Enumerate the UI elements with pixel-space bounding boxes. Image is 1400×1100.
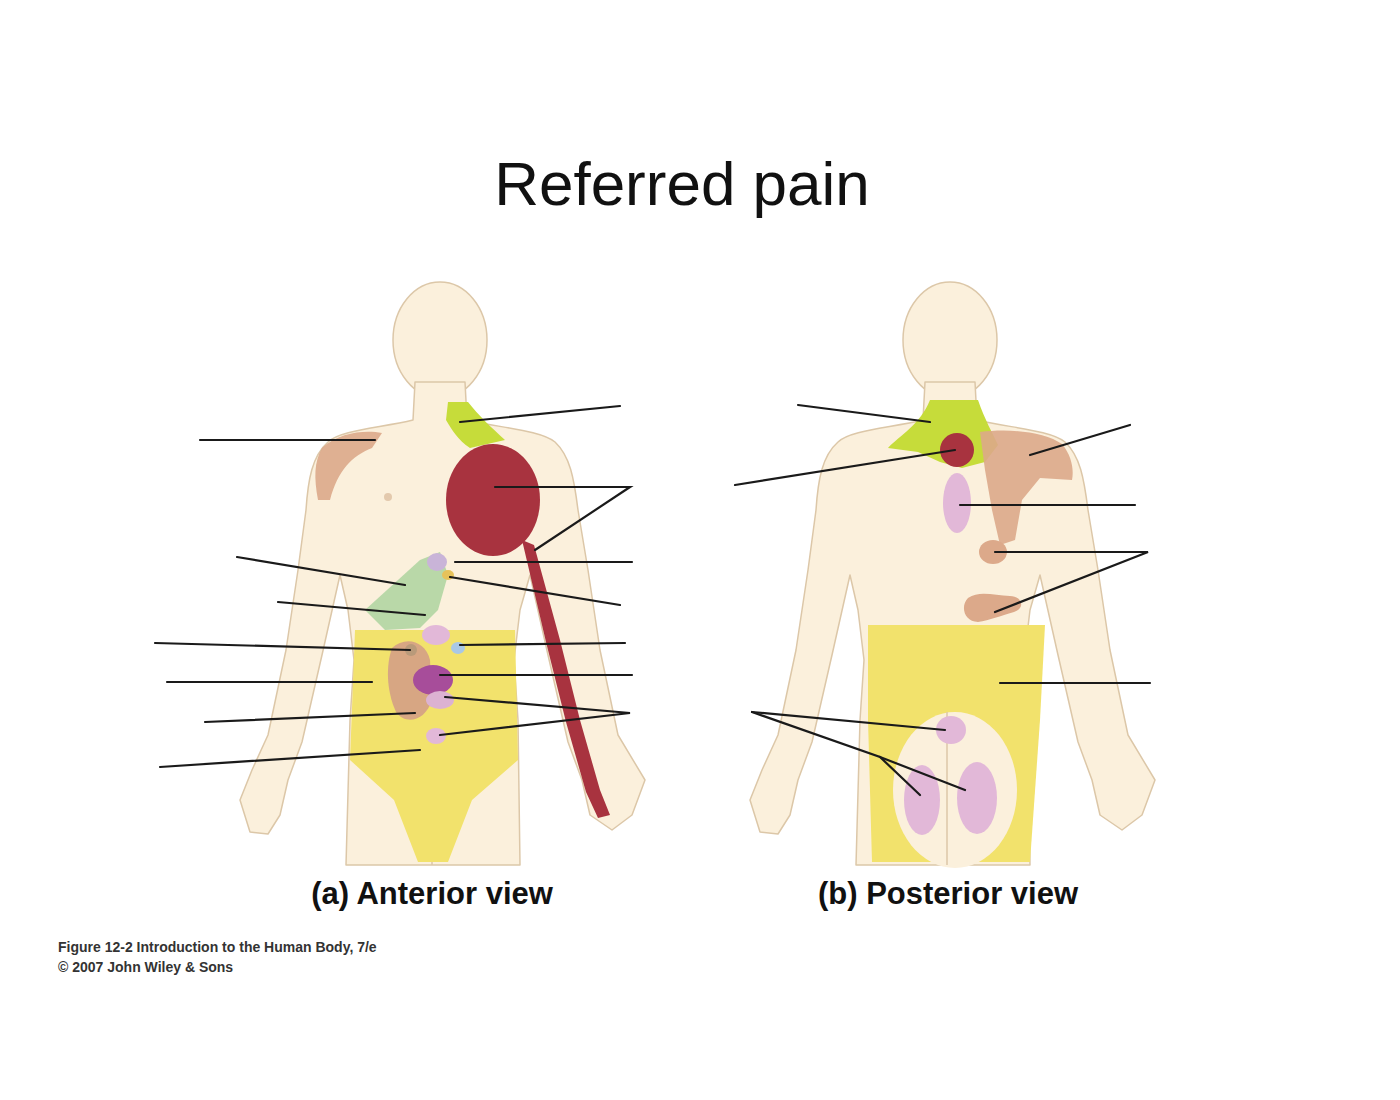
- nipple: [384, 493, 392, 501]
- title: Referred pain: [494, 148, 870, 219]
- leader-line: [880, 757, 965, 790]
- leader-line: [1030, 425, 1130, 455]
- leader-line: [455, 561, 632, 563]
- view-label: (b) Posterior view: [818, 876, 1078, 912]
- heart-spot: [940, 433, 974, 467]
- shoulder-region: [315, 432, 382, 500]
- organ-region: [426, 691, 454, 709]
- view-label: (a) Anterior view: [311, 876, 553, 912]
- leader-line: [460, 406, 620, 422]
- leader-line: [752, 712, 920, 795]
- figure-credit: Figure 12-2 Introduction to the Human Bo…: [58, 939, 377, 955]
- leader-line: [205, 713, 415, 722]
- leader-line: [798, 405, 930, 422]
- arm-region: [522, 540, 610, 818]
- buttock-area: [893, 712, 1017, 868]
- leader-line: [167, 681, 372, 683]
- anterior-body: [240, 282, 645, 865]
- leader-line: [160, 750, 420, 767]
- leader-line: [450, 577, 620, 605]
- leader-line: [460, 643, 625, 645]
- figure-credit: © 2007 John Wiley & Sons: [58, 959, 233, 975]
- organ-region: [422, 625, 450, 645]
- leader-line: [752, 712, 945, 730]
- organ-region: [413, 665, 453, 695]
- organ-region: [427, 553, 447, 571]
- shoulder-region: [980, 431, 1073, 546]
- organ-region: [451, 642, 465, 654]
- organ-region: [426, 728, 446, 744]
- leader-line: [237, 557, 405, 585]
- lower-abdomen-region: [350, 630, 518, 862]
- leader-line: [495, 487, 630, 550]
- organ-region: [943, 473, 971, 533]
- leader-line: [735, 450, 955, 485]
- leader-line: [1000, 682, 1150, 684]
- leader-line: [995, 552, 1148, 612]
- neck-region: [446, 402, 505, 448]
- leader-lines: [155, 405, 1150, 795]
- leader-line: [200, 439, 375, 441]
- organ-region: [964, 594, 1021, 622]
- leader-line: [440, 697, 630, 735]
- liver-region: [365, 552, 448, 630]
- organ-region: [442, 570, 454, 580]
- heart-region: [446, 444, 540, 556]
- leader-line: [960, 504, 1135, 506]
- organ-region: [904, 765, 940, 835]
- leader-line: [278, 602, 425, 615]
- organ-region: [957, 762, 997, 834]
- leader-line: [440, 674, 632, 676]
- leader-line: [155, 643, 410, 650]
